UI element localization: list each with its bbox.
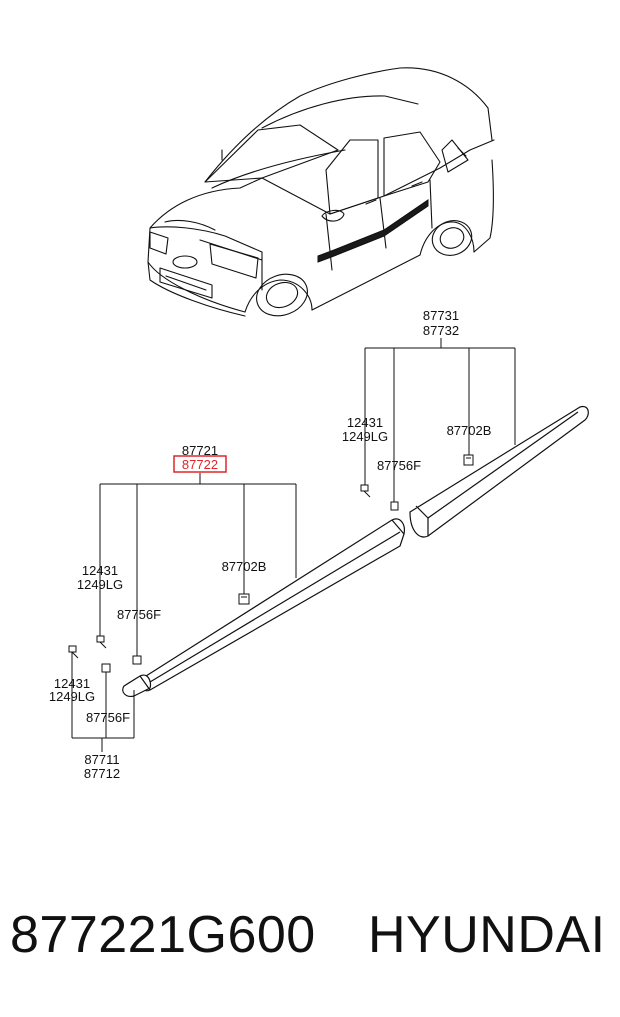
front-moulding-strip [122, 518, 405, 697]
car-side-moulding [317, 199, 429, 263]
front-group-label-1: 87721 [182, 443, 218, 458]
front-fastener-label-1: 12431 [82, 563, 118, 578]
end-clip-87756f [101, 663, 111, 673]
front-group-label-2-highlighted: 87722 [182, 457, 218, 472]
rear-clip-87756f [390, 501, 399, 511]
highlight-box [173, 455, 227, 473]
front-clip-b-label: 87756F [117, 607, 161, 622]
end-fastener-label-1: 12431 [54, 676, 90, 691]
end-cap-leaders [71, 648, 135, 752]
rear-clip-b-label: 87756F [377, 458, 421, 473]
rear-group-label-1: 87731 [423, 308, 459, 323]
rear-moulding-strip [409, 405, 589, 538]
rear-clip-a-label: 87702B [447, 423, 492, 438]
brand-name: HYUNDAI [368, 906, 606, 964]
rear-fastener-screw [360, 484, 371, 498]
part-number: 877221G600 [10, 906, 316, 964]
end-clip-label: 87756F [86, 710, 130, 725]
front-clip-a-label: 87702B [222, 559, 267, 574]
end-fastener-label-2: 1249LG [49, 689, 95, 704]
front-moulding-leaders [99, 473, 297, 657]
rear-fastener-label-1: 12431 [347, 415, 383, 430]
rear-clip-87702b [463, 454, 474, 466]
rear-fastener-label-2: 1249LG [342, 429, 388, 444]
car-illustration [147, 67, 495, 317]
front-fastener-screw [96, 635, 107, 649]
end-group-label-2: 87712 [84, 766, 120, 781]
end-fastener-screw [68, 645, 79, 659]
front-clip-87702b [238, 593, 250, 605]
front-fastener-label-2: 1249LG [77, 577, 123, 592]
footer-caption: 877221G600 HYUNDAI [10, 905, 610, 975]
rear-moulding-leaders [364, 338, 516, 502]
rear-group-label-2: 87732 [423, 323, 459, 338]
end-group-label-1: 87711 [84, 752, 119, 767]
front-clip-87756f [132, 655, 142, 665]
